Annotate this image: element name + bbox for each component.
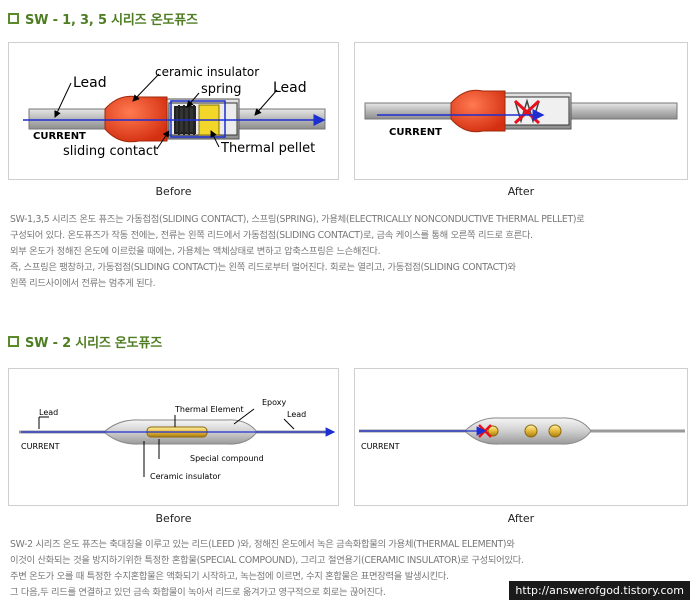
label-lead-left-2: Lead [39,408,58,417]
para2-line: 이것이 산화되는 것을 방지하기위한 특정한 혼합물(SPECIAL COMPO… [10,555,524,566]
para1-line: 즉, 스프링은 팽창하고, 가동접점(SLIDING CONTACT)는 왼쪽 … [10,262,516,273]
label-special-compound: Special compound [190,454,264,463]
square-bullet-icon [8,335,19,347]
section1-description: SW-1,3,5 시리즈 온도 퓨즈는 가동접점(SLIDING CONTACT… [10,212,690,292]
para1-line: 구성되어 있다. 온도퓨즈가 작동 전에는, 전류는 왼쪽 리드에서 가동접점(… [10,230,533,241]
ceramic-insulator [104,95,168,143]
label-current-2: CURRENT [21,442,60,451]
label-ceramic: ceramic insulator [155,65,259,79]
label-thermal-element: Thermal Element [174,405,244,414]
sw2-before-diagram: Lead Thermal Element Epoxy Lead CURRENT … [8,368,339,506]
section2-title: SW - 2 시리즈 온도퓨즈 [8,332,162,351]
label-epoxy: Epoxy [262,398,287,407]
label-ceramic-insulator: Ceramic insulator [150,472,221,481]
caption-before-1: Before [155,185,192,198]
caption-before-2: Before [155,512,192,525]
caption-after-2: After [507,512,535,525]
right-lead-wire [234,108,326,130]
para1-line: SW-1,3,5 시리즈 온도 퓨즈는 가동접점(SLIDING CONTACT… [10,214,585,225]
para2-line: 그 다음,두 리드를 연결하고 있던 금속 화합물이 녹아서 리드로 옮겨가고 … [10,587,386,598]
caption-after-1: After [507,185,535,198]
square-bullet-icon [8,12,19,24]
label-current-after: CURRENT [389,127,442,138]
label-spring: spring [201,82,241,97]
label-pellet: Thermal pellet [220,141,315,156]
para1-line: 왼쪽 리드사이에서 전류는 멈추게 된다. [10,278,156,289]
section1-title: SW - 1, 3, 5 시리즈 온도퓨즈 [8,9,198,28]
para1-line: 외부 온도가 정해진 온도에 이르렀을 때에는, 가용체는 액체상태로 변하고 … [10,246,381,257]
para2-line: SW-2 시리즈 온도 퓨즈는 축대칭을 이루고 있는 리드(LEED )와, … [10,539,515,550]
left-lead-wire [28,108,110,130]
sw2-after-diagram: CURRENT [354,368,688,506]
label-current-after-2: CURRENT [361,442,400,451]
label-sliding: sliding contact [63,144,158,159]
label-lead-left: Lead [73,75,107,91]
watermark-url: http://answerofgod.tistory.com [509,581,690,600]
section2-description: SW-2 시리즈 온도 퓨즈는 축대칭을 이루고 있는 리드(LEED )와, … [10,537,690,601]
label-lead-right: Lead [273,80,307,96]
para2-line: 주변 온도가 오를 때 특정한 수지혼합물은 액화되기 시작하고, 녹는점에 이… [10,571,449,582]
sw1-before-diagram: Lead ceramic insulator spring Lead CURRE… [8,42,339,180]
sw1-after-diagram: CURRENT [354,42,688,180]
label-lead-right-2: Lead [287,410,306,419]
label-current: CURRENT [33,131,86,142]
